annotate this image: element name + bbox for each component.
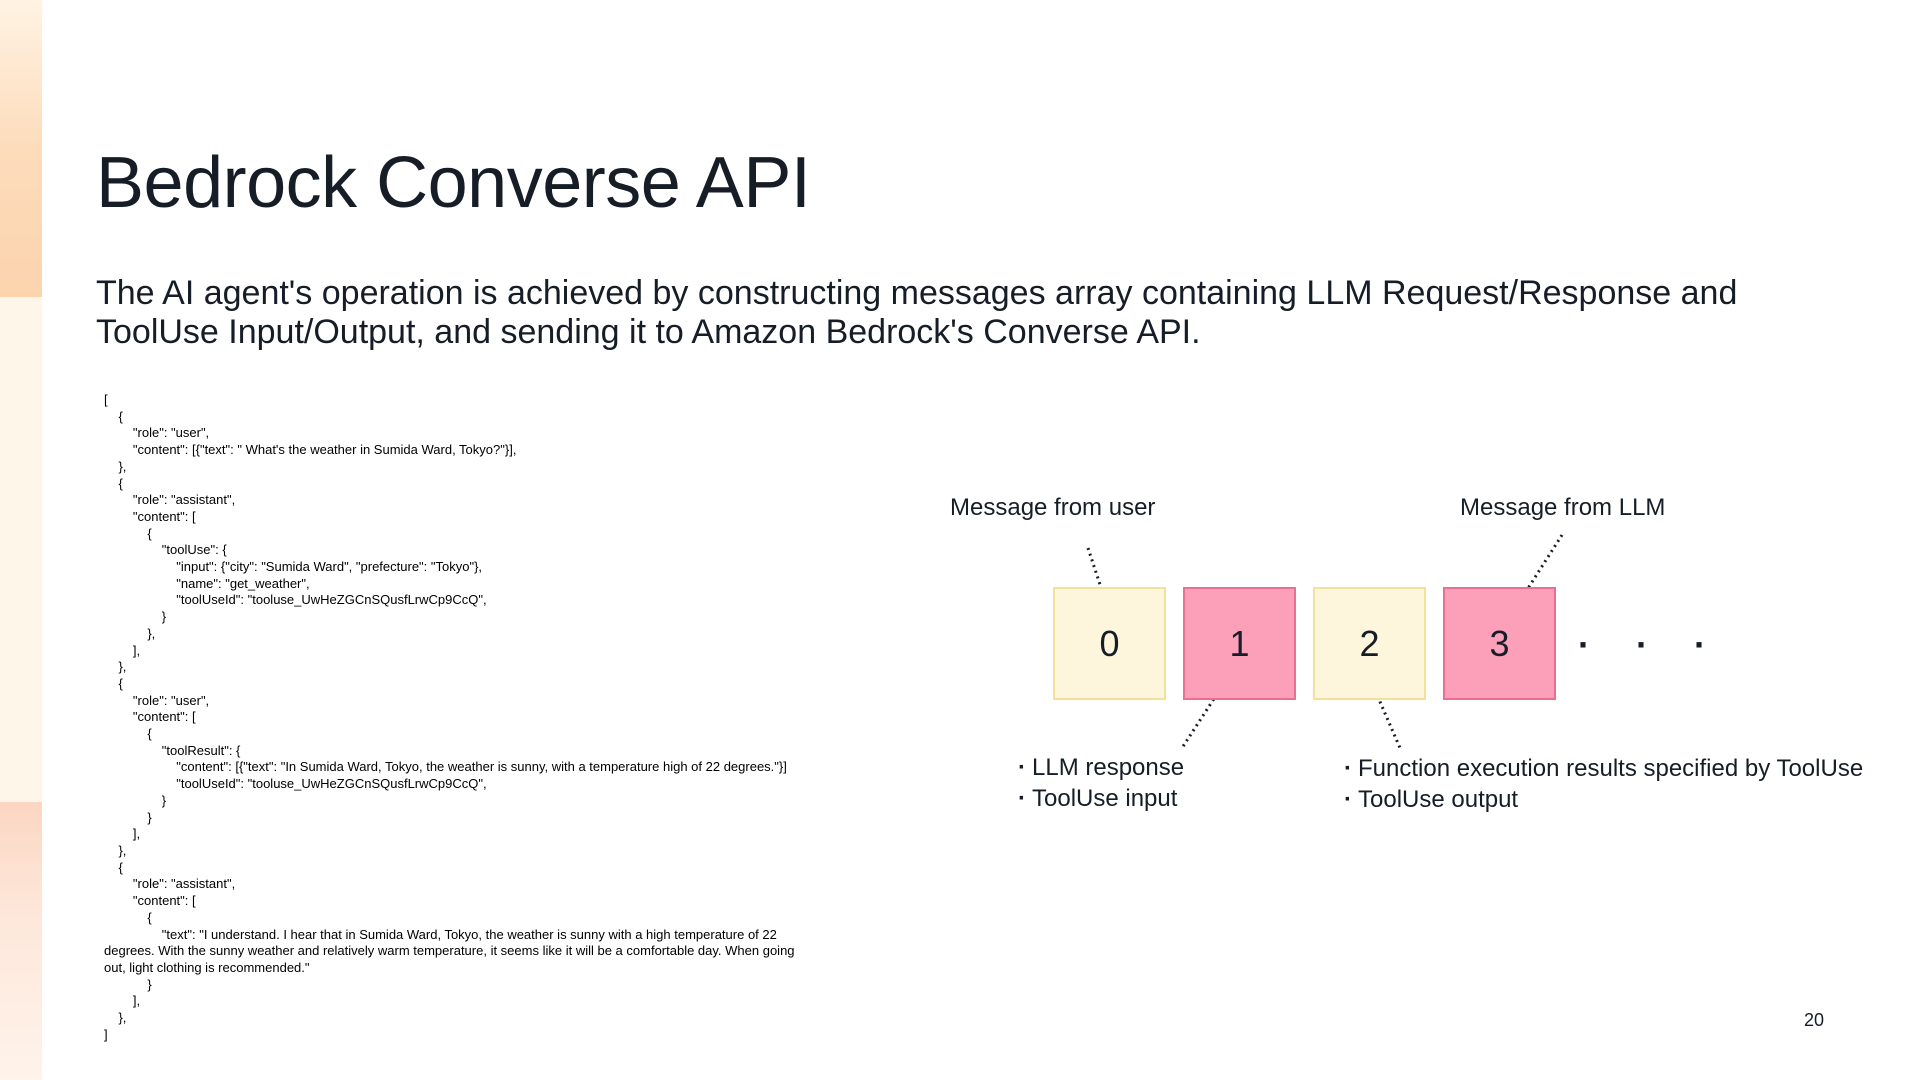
code-line: {	[104, 408, 123, 424]
bullet-tooluse-output: ToolUse output	[1344, 784, 1863, 815]
code-line: ],	[104, 642, 141, 658]
code-line: "role": "user",	[104, 692, 210, 708]
accent-band-bottom	[0, 802, 42, 1080]
code-line: ],	[104, 826, 141, 842]
code-line: [	[104, 392, 108, 407]
code-line: {	[104, 909, 152, 925]
accent-band-middle	[0, 297, 42, 802]
bullet-function-results: Function execution results specified by …	[1344, 753, 1863, 784]
code-line: "content": [{"text": " What's the weathe…	[104, 442, 517, 458]
slide-subtitle: The AI agent's operation is achieved by …	[96, 274, 1738, 351]
code-line: "content": [	[104, 508, 196, 524]
code-line: {	[104, 475, 123, 491]
code-line: "toolUseId": "tooluse_UwHeZGCnSQusfLrwCp…	[104, 776, 487, 792]
label-message-from-user: Message from user	[950, 494, 1156, 521]
code-line: }	[104, 792, 167, 808]
tool-bullets: Function execution results specified by …	[1344, 753, 1863, 815]
code-line: }	[104, 809, 152, 825]
code-line: },	[104, 625, 156, 641]
message-box-1: 1	[1183, 587, 1296, 700]
slide-title: Bedrock Converse API	[96, 143, 811, 223]
label-message-from-llm: Message from LLM	[1460, 494, 1666, 521]
code-line: "role": "user",	[104, 425, 210, 441]
code-line: "role": "assistant",	[104, 492, 236, 508]
code-line: "toolUseId": "tooluse_UwHeZGCnSQusfLrwCp…	[104, 592, 487, 608]
code-line: {	[104, 859, 123, 875]
code-line: "input": {"city": "Sumida Ward", "prefec…	[104, 559, 483, 575]
ellipsis: · · ·	[1578, 624, 1724, 665]
message-box-2: 2	[1313, 587, 1426, 700]
code-line: },	[104, 1010, 127, 1026]
code-line: out, light clothing is recommended."	[104, 959, 310, 975]
code-line: }	[104, 976, 152, 992]
code-line: "toolResult": {	[104, 742, 241, 758]
code-line: ],	[104, 993, 141, 1009]
code-line: {	[104, 675, 123, 691]
llm-bullets: LLM response ToolUse input	[1018, 752, 1184, 814]
code-line: {	[104, 525, 152, 541]
code-line: "content": [	[104, 709, 196, 725]
code-line: "text": "I understand. I hear that in Su…	[104, 926, 777, 942]
code-line: "toolUse": {	[104, 542, 227, 558]
code-line: },	[104, 458, 127, 474]
message-box-3: 3	[1443, 587, 1556, 700]
code-line: {	[104, 726, 152, 742]
accent-band-top	[0, 0, 42, 297]
left-accent-bar	[0, 0, 42, 1080]
page-number: 20	[1804, 1010, 1825, 1030]
code-line: "content": [{"text": "In Sumida Ward, To…	[104, 759, 787, 775]
code-line: degrees. With the sunny weather and rela…	[104, 943, 795, 959]
code-line: }	[104, 609, 167, 625]
code-line: "content": [	[104, 893, 196, 909]
code-block: [ { "role": "user", "content": [{"text":…	[104, 392, 890, 1043]
bullet-llm-response: LLM response	[1018, 752, 1184, 783]
message-box-0: 0	[1053, 587, 1166, 700]
code-line: "name": "get_weather",	[104, 575, 310, 591]
code-line: "role": "assistant",	[104, 876, 236, 892]
code-line: },	[104, 659, 127, 675]
code-line: ]	[104, 1026, 108, 1042]
code-line: },	[104, 842, 127, 858]
bullet-tooluse-input: ToolUse input	[1018, 783, 1184, 814]
